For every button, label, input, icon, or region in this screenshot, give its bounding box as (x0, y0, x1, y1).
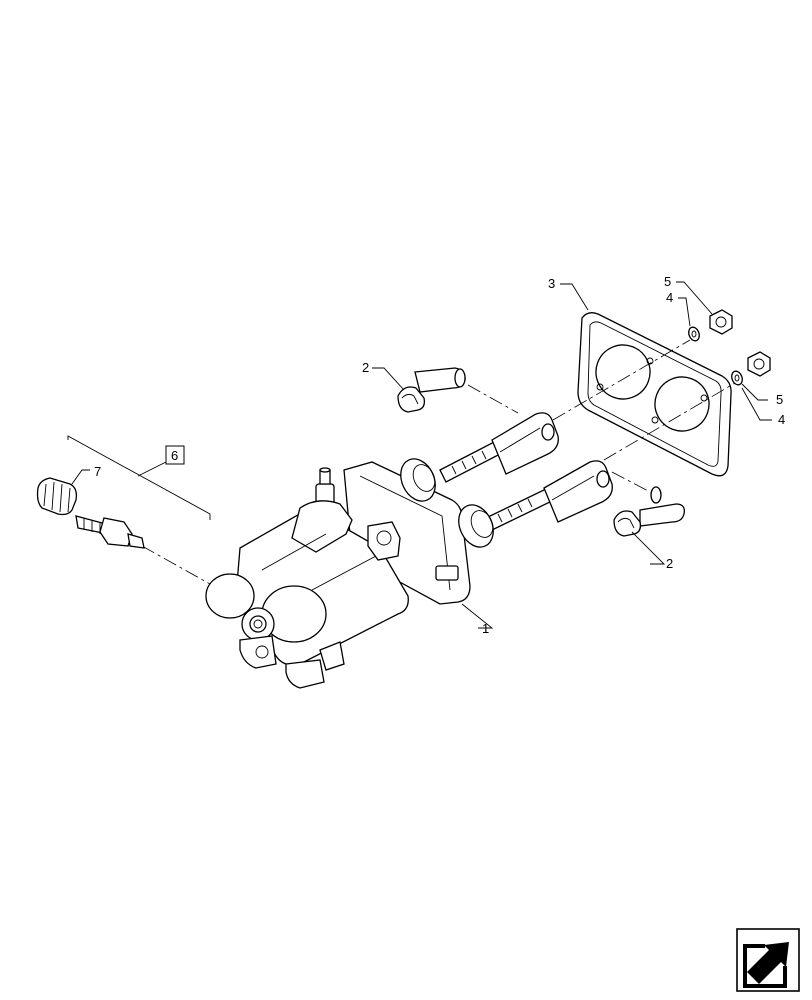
washer-upper (688, 326, 700, 342)
washer-lower (731, 370, 743, 386)
next-page-arrow-icon[interactable] (736, 928, 800, 992)
callout-1: 1 (482, 621, 489, 636)
kit-bracket (67, 435, 211, 520)
hose-fitting (36, 477, 145, 549)
callout-2-upper: 2 (362, 360, 369, 375)
push-rod-upper (439, 412, 559, 483)
callout-4-upper: 4 (666, 290, 673, 305)
callout-6: 6 (171, 448, 178, 463)
leader-lines (71, 281, 772, 629)
gasket-plate (577, 312, 732, 477)
push-rod-lower (485, 460, 613, 531)
clevis-clip-upper (397, 367, 466, 413)
clevis-clip-lower (613, 486, 685, 537)
callout-7: 7 (94, 464, 101, 479)
assembly-centerlines (141, 339, 736, 585)
callout-2-lower: 2 (666, 556, 673, 571)
callout-3: 3 (548, 276, 555, 291)
nut-upper (709, 309, 733, 335)
master-cylinder (205, 458, 494, 689)
callout-5-upper: 5 (664, 274, 671, 289)
nut-lower (747, 351, 771, 377)
callout-5-lower: 5 (776, 392, 783, 407)
callout-6-box: 6 (165, 445, 185, 465)
callout-4-lower: 4 (778, 412, 785, 427)
